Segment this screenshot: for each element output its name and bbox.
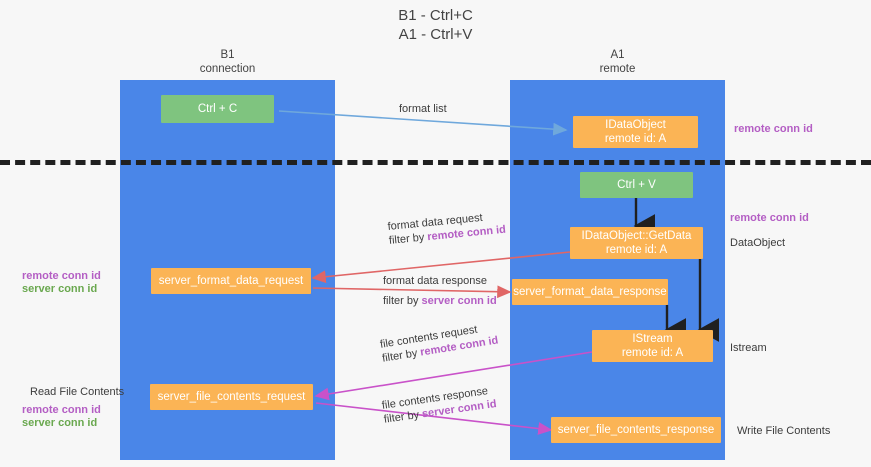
node-server-file-contents-response[interactable]: server_file_contents_response [551, 417, 721, 443]
left-label-server-conn-id: server conn id [22, 283, 98, 295]
node-idataobject-getdata-line1: IDataObject::GetData [581, 230, 692, 242]
edge-label-file-contents-response: file contents response filter by server … [381, 383, 498, 427]
section-divider [0, 160, 871, 165]
edge-label-format-data-response: format data response filter by server co… [383, 274, 497, 308]
left-label-read-file-contents: Read File Contents [30, 386, 125, 398]
node-idataobject-getdata[interactable]: IDataObject::GetData remote id: A [570, 227, 703, 259]
node-idataobject[interactable]: IDataObject remote id: A [573, 116, 698, 148]
node-server-file-contents-response-line1: server_file_contents_response [557, 424, 715, 436]
node-ctrl-v[interactable]: Ctrl + V [580, 172, 693, 198]
column-header-a1: A1 remote [599, 49, 636, 75]
node-ctrl-v-line1: Ctrl + V [617, 179, 656, 191]
node-ctrl-c[interactable]: Ctrl + C [161, 95, 274, 123]
edge-label-format-data-request-filter: filter by [388, 231, 428, 247]
left-label-server-conn-id-2: server conn id [22, 417, 98, 429]
node-server-file-contents-request-line1: server_file_contents_request [157, 391, 306, 403]
node-server-format-data-response-line1: server_format_data_response [513, 286, 667, 298]
edge-label-format-list: format list [399, 102, 447, 116]
edge-label-format-data-response-text: format data response [383, 275, 487, 287]
node-server-file-contents-request[interactable]: server_file_contents_request [150, 384, 313, 410]
right-label-remote-conn-id-top: remote conn id [734, 123, 813, 135]
node-server-format-data-request[interactable]: server_format_data_request [151, 268, 311, 294]
node-istream-line1: IStream [632, 333, 673, 345]
right-label-write-file-contents: Write File Contents [737, 425, 831, 437]
left-label-remote-conn-id-2: remote conn id [22, 404, 101, 416]
node-idataobject-line2: remote id: A [604, 133, 667, 145]
edge-label-format-data-request: format data request filter by remote con… [387, 209, 507, 248]
right-label-dataobject: DataObject [730, 237, 786, 249]
edge-label-format-data-response-key: server conn id [421, 295, 497, 307]
edge-label-file-contents-response-filter: filter by [383, 408, 423, 426]
node-idataobject-getdata-line2: remote id: A [605, 244, 668, 256]
left-label-remote-conn-id: remote conn id [22, 270, 101, 282]
node-istream-line2: remote id: A [621, 347, 684, 359]
node-idataobject-line1: IDataObject [605, 119, 666, 131]
node-server-format-data-response[interactable]: server_format_data_response [512, 279, 668, 305]
node-istream[interactable]: IStream remote id: A [592, 330, 713, 362]
diagram-title: B1 - Ctrl+C A1 - Ctrl+V [398, 7, 473, 43]
right-label-istream: Istream [730, 342, 767, 354]
edge-label-format-list-text: format list [399, 103, 447, 115]
edge-label-file-contents-request: file contents request filter by remote c… [379, 320, 499, 366]
edge-label-format-data-response-filter: filter by [383, 295, 422, 307]
node-ctrl-c-line1: Ctrl + C [197, 103, 238, 115]
column-header-b1: B1 connection [199, 49, 256, 75]
right-label-remote-conn-id-mid: remote conn id [730, 212, 809, 224]
node-server-format-data-request-line1: server_format_data_request [158, 275, 304, 287]
